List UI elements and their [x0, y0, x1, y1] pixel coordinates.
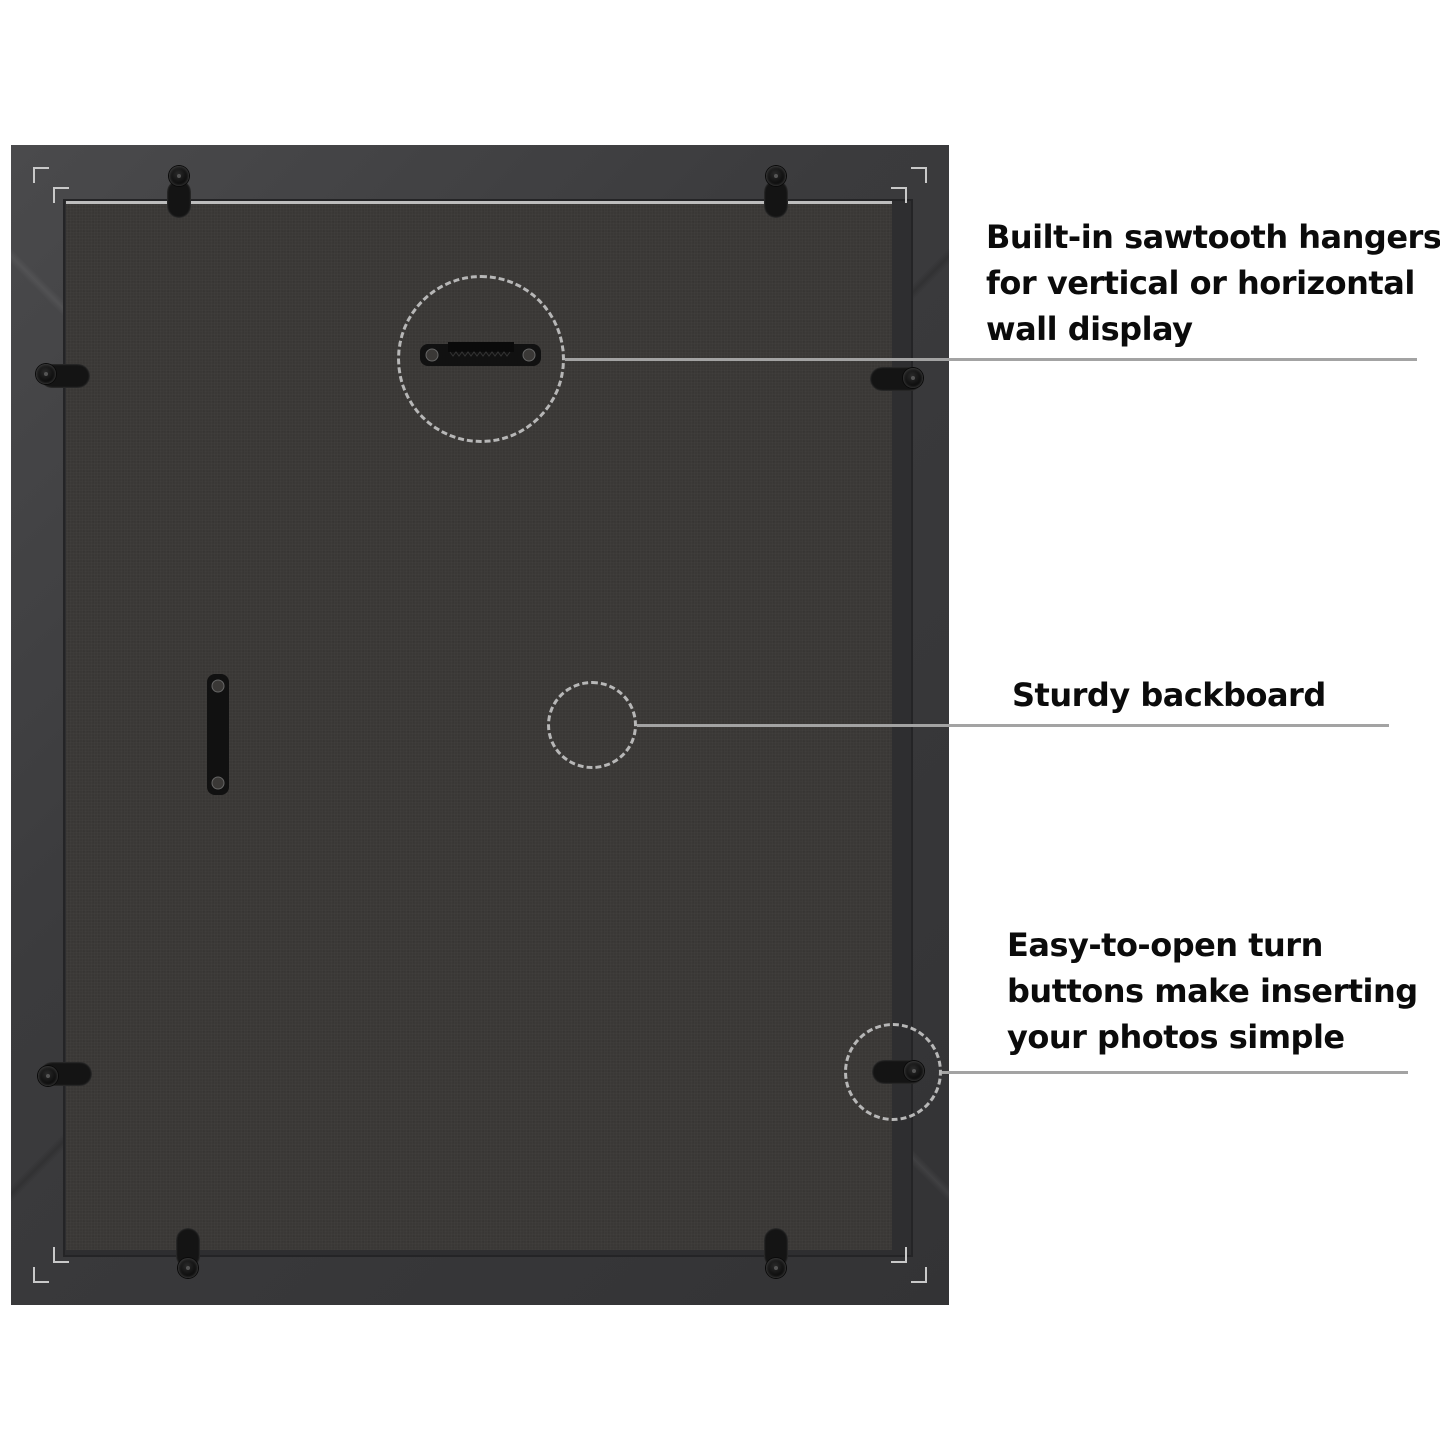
hangers-leader-line	[565, 358, 1417, 361]
screw-icon	[766, 166, 786, 186]
screw-icon	[38, 1066, 58, 1086]
backboard	[66, 201, 892, 1250]
callout-line: for vertical or horizontal	[986, 264, 1415, 302]
turn-buttons-leader-line	[942, 1071, 1408, 1074]
callout-turn-buttons: Easy-to-open turn buttons make inserting…	[1007, 922, 1427, 1060]
corner-staple-icon	[891, 187, 907, 203]
callout-hangers: Built-in sawtooth hangers for vertical o…	[986, 214, 1440, 352]
callout-backboard: Sturdy backboard	[1012, 672, 1412, 718]
sawtooth-hanger-icon	[207, 674, 229, 795]
turn-button-icon	[167, 180, 191, 218]
screw-icon	[36, 364, 56, 384]
screw-icon	[903, 368, 923, 388]
callout-line: buttons make inserting	[1007, 972, 1418, 1010]
backboard-highlight-circle	[547, 681, 637, 769]
screw-icon	[766, 1258, 786, 1278]
callout-line: Sturdy backboard	[1012, 676, 1326, 714]
backboard-leader-line	[637, 724, 1389, 727]
callout-line: Built-in sawtooth hangers	[986, 218, 1440, 256]
corner-staple-icon	[53, 1247, 69, 1263]
corner-staple-icon	[891, 1247, 907, 1263]
turn-button-highlight-circle	[844, 1023, 942, 1121]
callout-line: your photos simple	[1007, 1018, 1345, 1056]
corner-staple-icon	[33, 1267, 49, 1283]
screw-icon	[178, 1258, 198, 1278]
callout-line: Easy-to-open turn	[1007, 926, 1323, 964]
callout-line: wall display	[986, 310, 1193, 348]
corner-staple-icon	[33, 167, 49, 183]
screw-icon	[169, 166, 189, 186]
corner-staple-icon	[911, 1267, 927, 1283]
hanger-highlight-circle	[397, 275, 565, 443]
corner-staple-icon	[53, 187, 69, 203]
corner-staple-icon	[911, 167, 927, 183]
turn-button-icon	[764, 180, 788, 218]
